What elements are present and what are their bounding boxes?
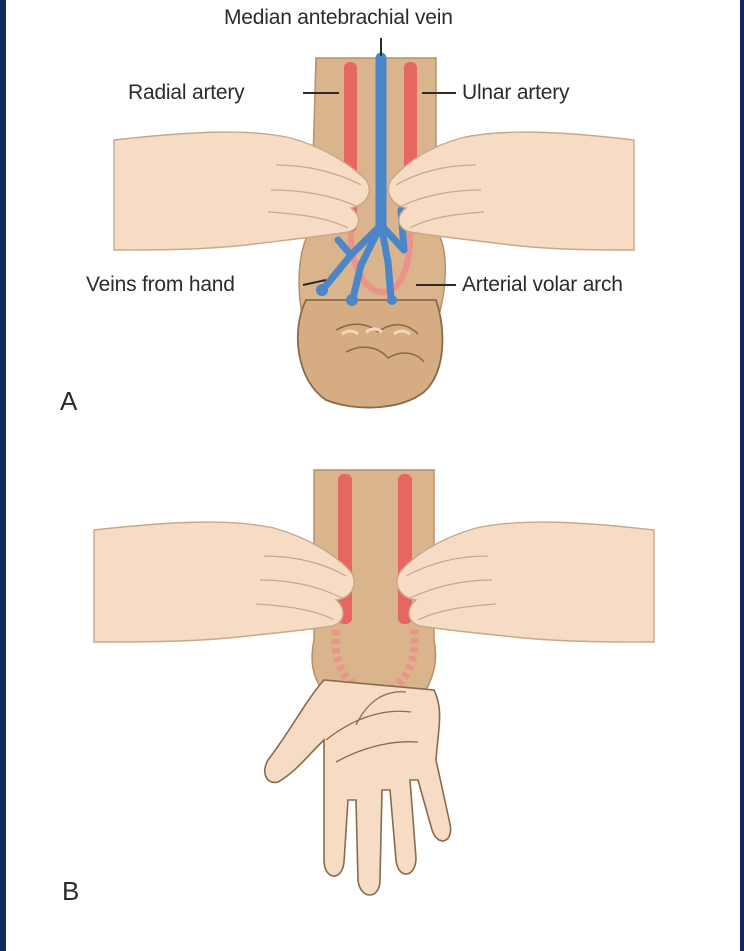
panel-a-letter: A [60, 386, 77, 417]
panel-b-ulnar-artery [398, 474, 412, 624]
panel-b-letter: B [62, 876, 79, 907]
figure-frame: Median antebrachial vein Radial artery U… [6, 0, 740, 951]
illustration [6, 0, 740, 951]
panel-a-fist [298, 300, 443, 408]
label-arterial-volar-arch: Arterial volar arch [462, 273, 623, 297]
panel-b-radial-artery [338, 474, 352, 624]
label-veins-from-hand: Veins from hand [86, 273, 235, 297]
label-median-antebrachial-vein: Median antebrachial vein [224, 6, 453, 30]
label-ulnar-artery: Ulnar artery [462, 81, 569, 105]
panel-b-illustration [94, 470, 654, 895]
panel-b-open-hand [265, 680, 451, 895]
panel-b-right-hand [397, 522, 654, 642]
label-radial-artery: Radial artery [128, 81, 244, 105]
